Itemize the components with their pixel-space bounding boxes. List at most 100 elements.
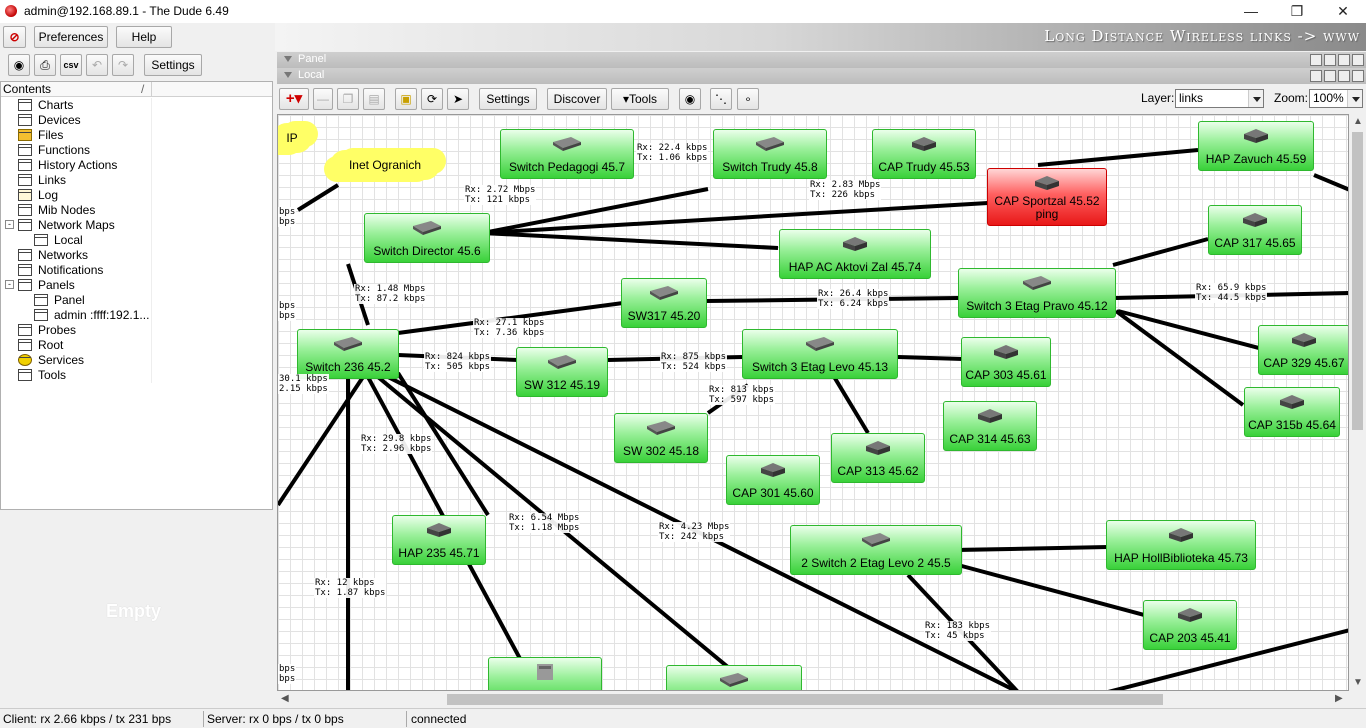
device-node[interactable]: CAP 329 45.67 — [1258, 325, 1348, 375]
horizontal-scrollbar[interactable]: ◀ ▶ — [277, 691, 1349, 708]
discover-button[interactable]: Discover — [547, 88, 607, 110]
tree-item[interactable]: Charts — [1, 98, 272, 113]
arrange-icon[interactable]: ⋱ — [710, 88, 732, 110]
layout-split-icon[interactable] — [1324, 54, 1336, 66]
tree-item[interactable]: Services — [1, 353, 272, 368]
scroll-right-icon[interactable]: ▶ — [1335, 693, 1343, 704]
pointer-icon[interactable]: ➤ — [447, 88, 469, 110]
device-node[interactable]: CAP 314 45.63 — [943, 401, 1037, 451]
tree-item[interactable]: Local — [1, 233, 272, 248]
device-node[interactable]: Switch Trudy 45.8 — [713, 129, 827, 179]
device-node[interactable]: HAP Zavuch 45.59 — [1198, 121, 1314, 171]
print-icon[interactable]: ⎙ — [34, 54, 56, 76]
device-node[interactable]: CAP 315b 45.64 — [1244, 387, 1340, 437]
tree-item[interactable]: Root — [1, 338, 272, 353]
layout-close-icon[interactable] — [1352, 70, 1364, 82]
zoom-select[interactable]: 100% — [1309, 89, 1363, 108]
disconnect-icon[interactable]: ⊘ — [3, 26, 26, 48]
tree-item[interactable]: History Actions — [1, 158, 272, 173]
lasso-icon[interactable]: ⟳ — [421, 88, 443, 110]
device-node[interactable] — [488, 657, 602, 690]
collapse-icon[interactable]: - — [5, 220, 14, 229]
horizontal-scroll-thumb[interactable] — [447, 694, 1163, 705]
local-header[interactable]: Local — [277, 68, 1366, 84]
redo-icon[interactable]: ↷ — [112, 54, 134, 76]
device-node[interactable]: CAP 313 45.62 — [831, 433, 925, 483]
device-node[interactable] — [666, 665, 802, 690]
layout-split-icon[interactable] — [1310, 70, 1322, 82]
layout-icon[interactable]: ∘ — [737, 88, 759, 110]
layout-split-icon[interactable] — [1324, 70, 1336, 82]
tree-item[interactable]: Panel — [1, 293, 272, 308]
device-node[interactable]: Switch 3 Etag Pravo 45.12 — [958, 268, 1116, 318]
device-node[interactable]: Switch 236 45.2 — [297, 329, 399, 379]
tree-item[interactable]: Networks — [1, 248, 272, 263]
device-node[interactable]: 2 Switch 2 Etag Levo 2 45.5 — [790, 525, 962, 575]
tree-item[interactable]: Probes — [1, 323, 272, 338]
tree-item[interactable]: Mib Nodes — [1, 203, 272, 218]
vertical-scroll-thumb[interactable] — [1352, 132, 1363, 430]
tree-item[interactable]: admin :ffff:192.1... — [1, 308, 272, 323]
tree-item[interactable]: Devices — [1, 113, 272, 128]
tree-item[interactable]: Notifications — [1, 263, 272, 278]
minimize-button[interactable]: — — [1244, 3, 1258, 19]
device-node[interactable]: HAP HollBiblioteka 45.73 — [1106, 520, 1256, 570]
scroll-up-icon[interactable]: ▲ — [1353, 116, 1363, 127]
device-node[interactable]: SW317 45.20 — [621, 278, 707, 328]
device-node[interactable]: CAP 303 45.61 — [961, 337, 1051, 387]
device-node[interactable]: CAP 301 45.60 — [726, 455, 820, 505]
copy-icon[interactable]: ❐ — [337, 88, 359, 110]
paste-icon[interactable]: ▤ — [363, 88, 385, 110]
banner[interactable]: Long Distance Wireless links -> www — [275, 23, 1366, 51]
remove-icon[interactable]: — — [313, 88, 333, 110]
add-item-button[interactable]: +▾ — [279, 88, 309, 110]
lock-icon[interactable]: ▣ — [395, 88, 417, 110]
device-node[interactable]: CAP Trudy 45.53 — [872, 129, 976, 179]
tree-item[interactable]: Files — [1, 128, 272, 143]
device-node[interactable]: Switch Pedagogi 45.7 — [500, 129, 634, 179]
layout-split-icon[interactable] — [1310, 54, 1322, 66]
device-node[interactable]: SW 302 45.18 — [614, 413, 708, 463]
layer-select[interactable]: links — [1175, 89, 1264, 108]
device-node[interactable]: SW 312 45.19 — [516, 347, 608, 397]
find-icon[interactable]: ◉ — [679, 88, 701, 110]
tree-item[interactable]: -Panels — [1, 278, 272, 293]
layout-split-icon[interactable] — [1338, 54, 1350, 66]
tree-item[interactable]: Links — [1, 173, 272, 188]
device-node[interactable]: Switch Director 45.6 — [364, 213, 490, 263]
close-button[interactable]: ✕ — [1337, 3, 1349, 19]
cloud-ip[interactable]: IP — [278, 123, 312, 153]
contents-header[interactable]: Contents / — [1, 82, 272, 97]
tree-item[interactable]: Log — [1, 188, 272, 203]
device-node[interactable]: CAP 317 45.65 — [1208, 205, 1302, 255]
device-node[interactable]: CAP 203 45.41 — [1143, 600, 1237, 650]
map-settings-button[interactable]: Settings — [479, 88, 537, 110]
vertical-scrollbar[interactable]: ▲ ▼ — [1349, 114, 1366, 691]
tree-item[interactable]: -Network Maps — [1, 218, 272, 233]
scroll-down-icon[interactable]: ▼ — [1353, 677, 1363, 688]
layout-split-icon[interactable] — [1338, 70, 1350, 82]
panel-header[interactable]: Panel — [277, 52, 1366, 68]
preferences-button[interactable]: Preferences — [34, 26, 108, 48]
cloud-inet-ogranich[interactable]: Inet Ogranich — [330, 150, 440, 180]
